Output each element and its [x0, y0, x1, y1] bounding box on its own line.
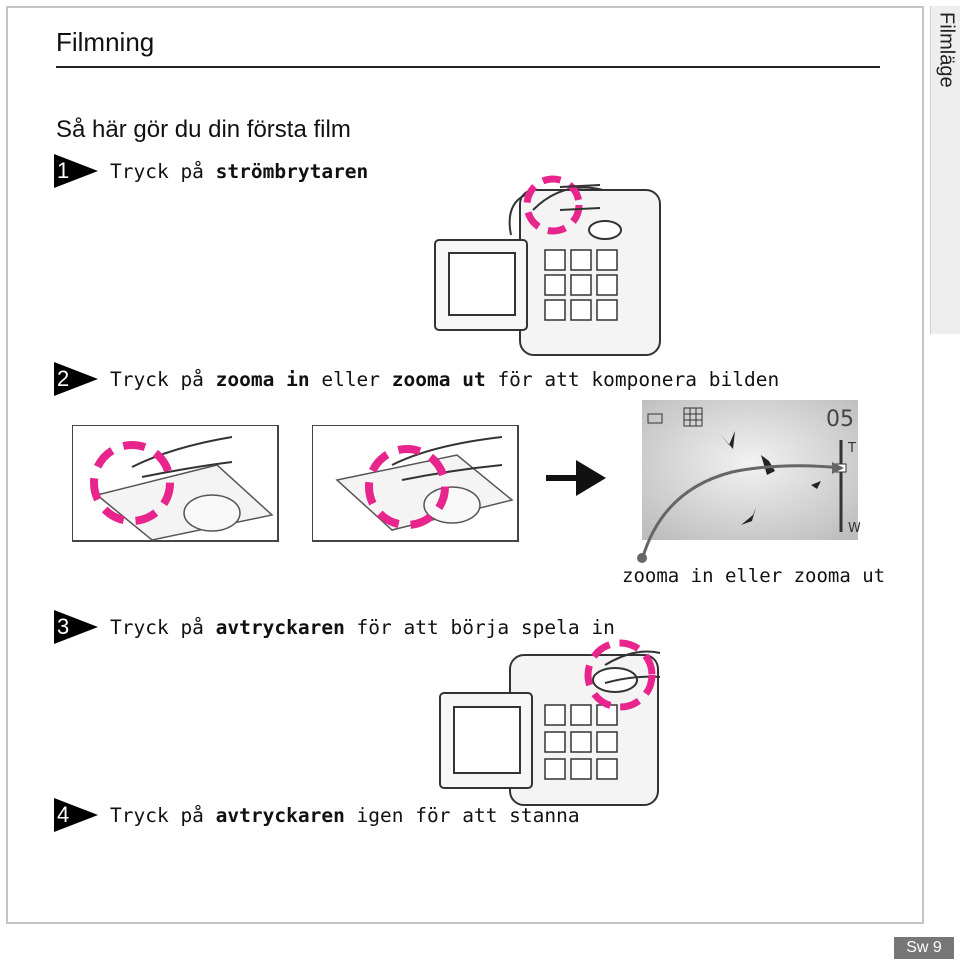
step-text: Tryck på strömbrytaren [110, 160, 368, 183]
step-1: 1 Tryck på strömbrytaren [54, 154, 368, 188]
step-text-bold: zooma ut [392, 368, 486, 391]
wide-label: W [848, 521, 860, 536]
step-text-middle: eller [310, 368, 392, 391]
step-text-bold: zooma in [216, 368, 310, 391]
step-text-bold: strömbrytaren [216, 160, 369, 183]
step-number: 1 [57, 158, 69, 184]
arrow-right-icon [546, 458, 608, 498]
lcd-preview-illustration: 05 T W [636, 400, 860, 565]
title-divider [56, 66, 880, 68]
camera-shutter-illustration [430, 635, 670, 810]
page-number: Sw 9 [894, 937, 954, 959]
zoom-button-illustration [312, 425, 520, 543]
side-tab-label: Filmläge [935, 12, 958, 88]
step-2: 2 Tryck på zooma in eller zooma ut för a… [54, 362, 779, 396]
step-text-bold: avtryckaren [216, 804, 345, 827]
zoom-button-illustration [72, 425, 280, 543]
step-text-prefix: Tryck på [110, 368, 216, 391]
step-badge: 1 [54, 154, 98, 188]
step-text-bold: avtryckaren [216, 616, 345, 639]
step-number: 4 [57, 802, 69, 828]
step-text-prefix: Tryck på [110, 160, 216, 183]
step-badge: 4 [54, 798, 98, 832]
step-badge: 3 [54, 610, 98, 644]
section-heading: Så här gör du din första film [56, 116, 351, 144]
camera-power-illustration [425, 165, 665, 360]
tele-label: T [847, 441, 856, 456]
step-badge: 2 [54, 362, 98, 396]
side-tab: Filmläge [930, 6, 960, 334]
step-number: 2 [57, 366, 69, 392]
step-number: 3 [57, 614, 69, 640]
step-text: Tryck på zooma in eller zooma ut för att… [110, 368, 779, 391]
page-title: Filmning [56, 27, 154, 58]
zoom-caption: zooma in eller zooma ut [622, 565, 885, 587]
zoom-counter: 05 [826, 407, 854, 432]
step-text-prefix: Tryck på [110, 804, 216, 827]
step-text-suffix: för att komponera bilden [486, 368, 780, 391]
step-text-prefix: Tryck på [110, 616, 216, 639]
